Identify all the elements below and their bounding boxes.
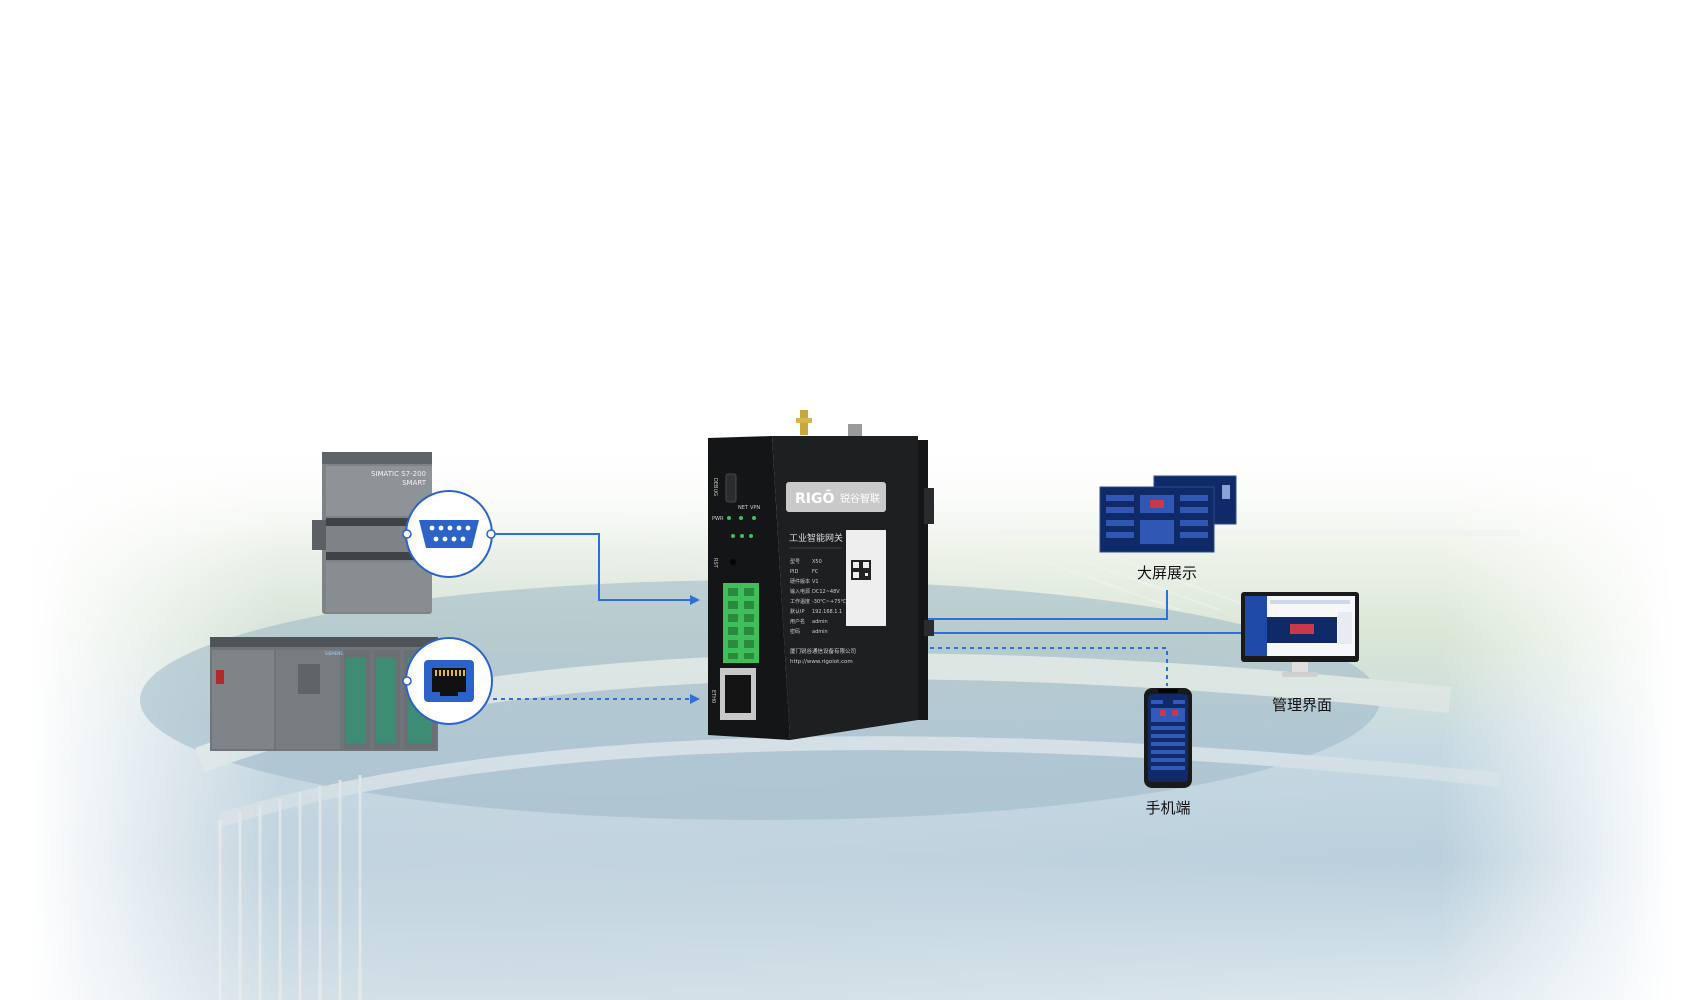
spec-val-2: FC — [812, 569, 819, 575]
background-fade-right — [1440, 430, 1700, 1000]
spec-key-3: 硬件版本 — [790, 578, 810, 585]
spec-val-7: admin — [812, 619, 828, 625]
spec-key-5: 工作温度 — [790, 598, 810, 605]
spec-val-1: X50 — [812, 559, 822, 565]
gateway-company: 厦门锐谷通信设备有限公司 — [790, 647, 856, 655]
port-label-vpn: VPN — [750, 505, 760, 511]
spec-key-1: 型号 — [790, 558, 800, 565]
management-monitor — [1241, 592, 1359, 677]
mobile-line — [922, 647, 1168, 686]
port-label-rst: RST — [712, 558, 718, 569]
plc-model-line1: SIMATIC S7-200 — [371, 470, 426, 478]
ethernet-port-bubble — [402, 637, 493, 725]
connection-lines — [493, 533, 1242, 704]
spec-val-4: DC12~48V — [812, 589, 840, 595]
port-label-debug: DEBUG — [712, 478, 718, 496]
gateway-brand: RIGŌ — [795, 489, 834, 507]
spec-val-8: admin — [812, 629, 828, 635]
port-label-eth: ETH0 — [710, 690, 716, 703]
terminal-block — [723, 583, 759, 663]
spec-val-5: -30℃~+75℃ — [812, 599, 847, 605]
port-label-net: NET — [738, 505, 749, 511]
big-screen-line — [922, 590, 1168, 620]
port-label-pwr: PWR — [712, 516, 724, 522]
ethernet-arrowhead — [690, 694, 700, 704]
spec-key-6: 默认IP — [790, 608, 805, 615]
big-screen-label: 大屏展示 — [1136, 564, 1197, 582]
spec-val-6: 192.168.1.1 — [812, 609, 842, 615]
ethernet-port-icon — [424, 660, 474, 702]
serial-port-icon — [419, 520, 479, 548]
serial-port-bubble — [402, 490, 496, 578]
serial-connection-line — [493, 533, 690, 601]
mobile-label: 手机端 — [1145, 799, 1191, 817]
spec-key-2: PID — [790, 569, 798, 575]
plc-brand: SIEMENS — [325, 651, 343, 656]
management-label: 管理界面 — [1271, 696, 1332, 714]
serial-arrowhead — [690, 595, 700, 605]
gateway-product-title: 工业智能网关 — [789, 532, 843, 544]
spec-key-7: 用户名 — [790, 618, 805, 625]
plc-s7-300-rack: SIEMENS — [210, 637, 438, 751]
spec-key-8: 密码 — [790, 628, 800, 635]
spec-val-3: V1 — [812, 579, 819, 585]
qr-code — [851, 560, 871, 580]
mobile-phone — [1144, 688, 1192, 788]
plc-model-line2: SMART — [402, 479, 427, 487]
gateway-brand-cn: 锐谷智联 — [840, 492, 880, 505]
gateway-website: http://www.rigoiot.com — [790, 659, 853, 665]
spec-key-4: 输入电源 — [790, 588, 810, 595]
big-screen-device — [1099, 475, 1237, 553]
